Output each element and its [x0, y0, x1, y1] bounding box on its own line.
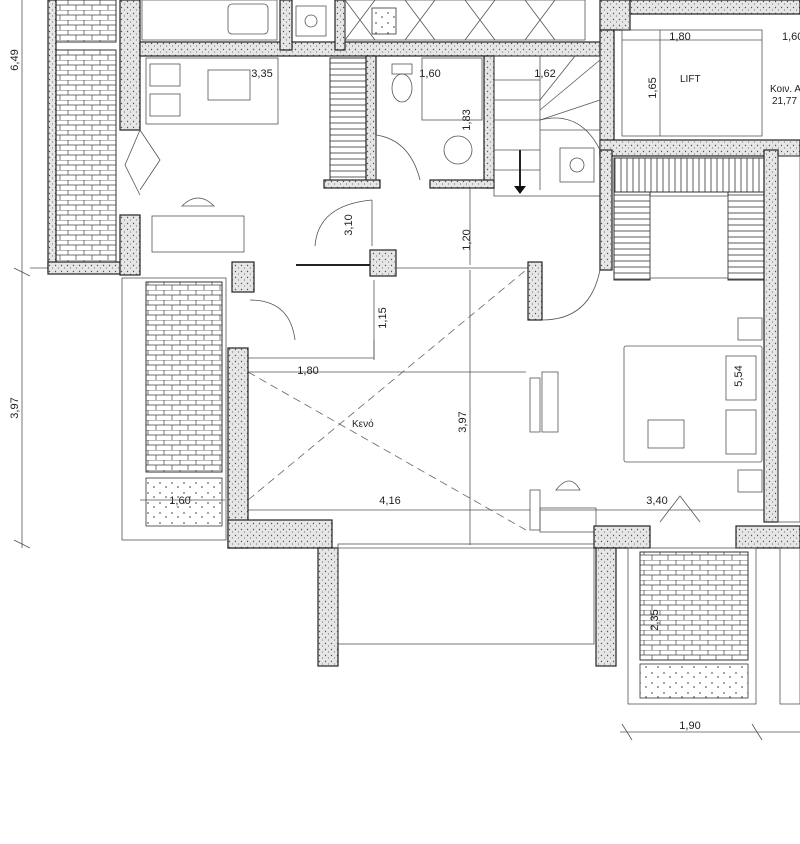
pillar-lower-left: [317, 547, 339, 667]
dimension-1-15: 1,15: [377, 307, 389, 328]
lift-label: LIFT: [680, 74, 701, 85]
wall-wardrobe-right: [365, 55, 377, 187]
bed-top-left: [145, 57, 279, 125]
lift-shaft: [621, 29, 763, 137]
wall-top-far-right: [629, 0, 800, 15]
wall-wc-bottom: [429, 179, 495, 189]
void-label: Κενό: [352, 418, 374, 430]
dimension-2-35: 2,35: [649, 609, 661, 630]
dimension-3-35: 3,35: [251, 68, 272, 80]
dimension-6-49: 6,49: [9, 49, 21, 70]
lower-balcony-frame: [121, 277, 227, 541]
wall-void-left: [227, 347, 249, 549]
wall-void-bottom-left: [227, 519, 333, 549]
top-sink: [227, 3, 269, 35]
dimension-3-97-left: 3,97: [9, 397, 21, 418]
void-area: [247, 269, 527, 531]
wall-bedroom-right: [763, 149, 779, 523]
dimension-1-83: 1,83: [461, 109, 473, 130]
balcony-tiles-upper-left: [55, 49, 117, 263]
dimension-5-54: 5,54: [733, 365, 745, 386]
lower-rail: [337, 543, 595, 645]
left-dimension-lines: [13, 0, 48, 549]
wall-bedroom-bottom-left: [593, 525, 651, 549]
dimension-3-10: 3,10: [343, 214, 355, 235]
dimension-1-80-void: 1,80: [297, 365, 318, 377]
balcony-tiles-top-left: [55, 0, 117, 43]
partition-upper: [527, 261, 543, 321]
bedroom-wardrobe-right: [727, 191, 765, 281]
toilet: [391, 73, 413, 103]
dimension-1-60-balcony: 1,60: [169, 495, 190, 507]
common-area-label: Κοιν. Α: [770, 84, 800, 95]
wall-top-stub: [279, 0, 293, 51]
lower-balcony-planter: [145, 477, 223, 527]
wall-left-inner-lower: [119, 214, 141, 276]
wall-left-inner: [119, 0, 141, 131]
dimension-1-80-lift: 1,80: [669, 31, 690, 43]
stair-box: [559, 147, 595, 183]
dimension-3-97-void: 3,97: [457, 411, 469, 432]
wall-top-stub-2: [334, 0, 346, 51]
right-balcony-tiles: [639, 551, 749, 661]
wall-bedroom-bottom-right: [735, 525, 800, 549]
bed-right: [623, 345, 763, 463]
wall-wc-right: [483, 55, 495, 189]
desk: [151, 215, 245, 253]
right-balcony-frame: [627, 547, 757, 705]
dimension-1-60-top: 1,60: [782, 31, 800, 43]
wall-wardrobe-bottom: [323, 179, 381, 189]
washbasin: [443, 135, 473, 165]
wall-lift-left: [599, 29, 615, 156]
wall-balcony-corner: [231, 261, 255, 293]
dimension-1-65: 1,65: [647, 77, 659, 98]
top-box-2: [371, 7, 397, 35]
dimension-1-20: 1,20: [461, 229, 473, 250]
wall-left-outer: [47, 0, 57, 273]
staircase: [493, 55, 601, 197]
top-cabinet: [141, 0, 278, 41]
bedroom-wardrobe: [613, 157, 765, 193]
wall-top: [139, 41, 601, 57]
dimension-1-62: 1,62: [534, 68, 555, 80]
bedroom-wardrobe-left: [613, 191, 651, 281]
pillar-lower-right: [595, 547, 617, 667]
wall-left-bottom: [47, 261, 121, 275]
hall-column: [369, 249, 397, 277]
dimension-4-16: 4,16: [379, 495, 400, 507]
dimension-1-60-wc: 1,60: [419, 68, 440, 80]
right-balcony-planter: [639, 663, 749, 699]
wardrobe-slats: [329, 57, 367, 181]
dimension-1-90: 1,90: [679, 720, 700, 732]
common-area-value: 21,77: [772, 96, 797, 107]
lower-balcony-tiles: [145, 281, 223, 473]
door-swing-hall: [314, 199, 373, 247]
wall-top-right: [599, 0, 631, 31]
dimension-3-40: 3,40: [646, 495, 667, 507]
top-box: [295, 5, 327, 37]
wall-bedroom-left: [599, 149, 613, 271]
